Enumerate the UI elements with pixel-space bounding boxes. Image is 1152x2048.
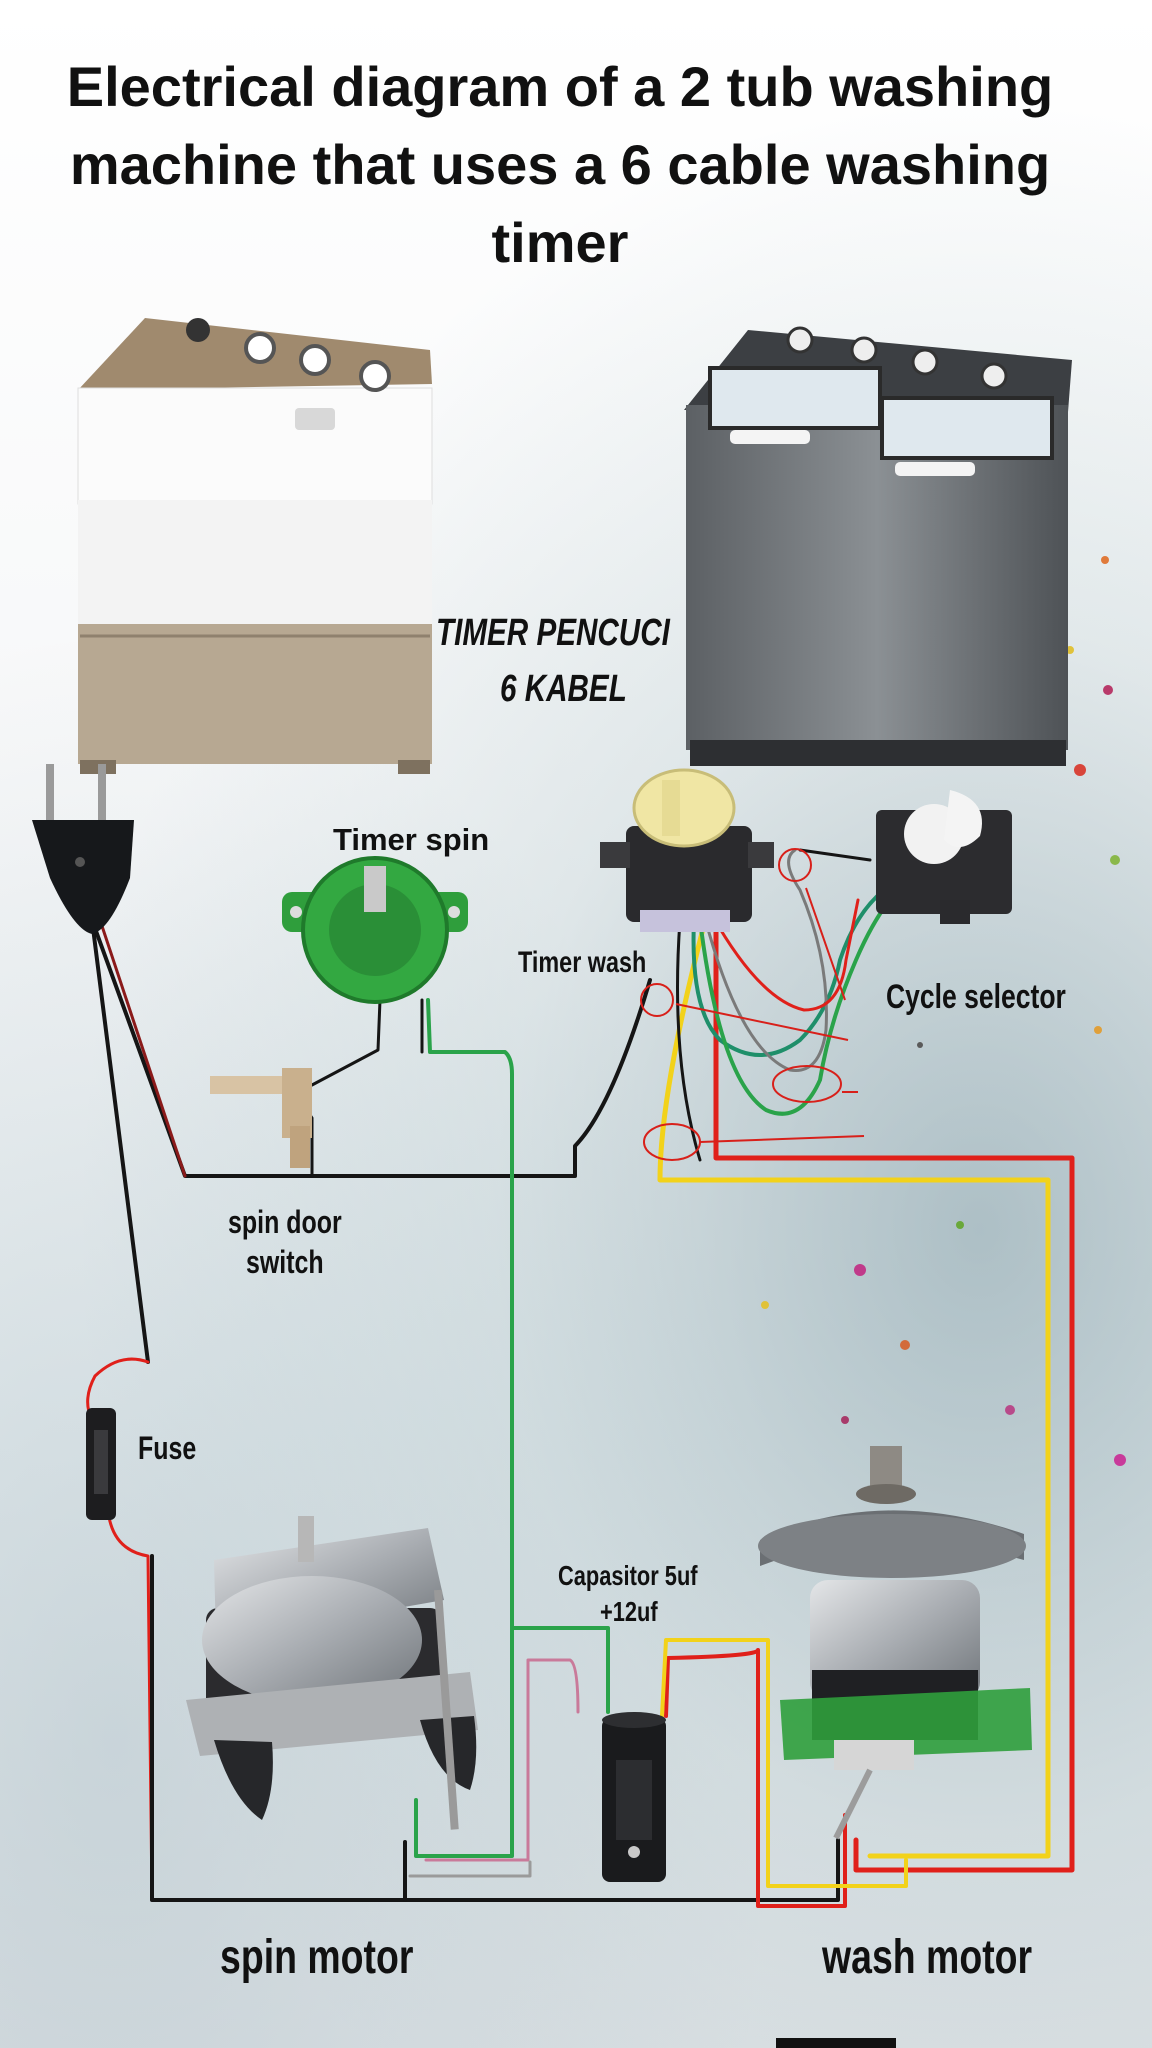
- timer-spin-image: [282, 856, 468, 1004]
- power-plug-image: [32, 764, 134, 934]
- spin-door-switch-label-2: switch: [246, 1244, 324, 1280]
- spin-door-switch-label-1: spin door: [228, 1204, 342, 1240]
- cycle-selector-image: [876, 790, 1012, 924]
- fuse-image: [86, 1408, 116, 1520]
- wash-motor-image: [758, 1446, 1032, 1840]
- annotation-markers: [640, 848, 865, 1161]
- cycle-selector-label: Cycle selector: [886, 978, 1066, 1016]
- wash-motor-label: wash motor: [822, 1931, 1033, 1984]
- bottom-bar: [776, 2038, 896, 2048]
- spin-motor-label: spin motor: [220, 1931, 414, 1984]
- timer-pencuci-label-2: 6 KABEL: [500, 668, 627, 710]
- fuse-label: Fuse: [138, 1430, 197, 1466]
- spin-door-switch-image: [210, 1068, 312, 1168]
- capacitor-label-1: Capasitor 5uf: [558, 1560, 698, 1591]
- page-title: Electrical diagram of a 2 tub washing ma…: [66, 55, 1054, 274]
- capacitor-image: [602, 1712, 666, 1882]
- timer-spin-label: Timer spin: [333, 822, 490, 857]
- timer-wash-image: [600, 768, 774, 932]
- spin-motor-image: [186, 1516, 478, 1830]
- timer-wash-label: Timer wash: [518, 946, 647, 979]
- timer-pencuci-label-1: TIMER PENCUCI: [436, 612, 670, 654]
- wires: [86, 848, 1075, 1908]
- paint-speckles: [761, 556, 1126, 1466]
- washing-machine-gray-image: [684, 326, 1072, 766]
- washing-machine-white-image: [77, 318, 433, 774]
- capacitor-label-2: +12uf: [600, 1596, 658, 1627]
